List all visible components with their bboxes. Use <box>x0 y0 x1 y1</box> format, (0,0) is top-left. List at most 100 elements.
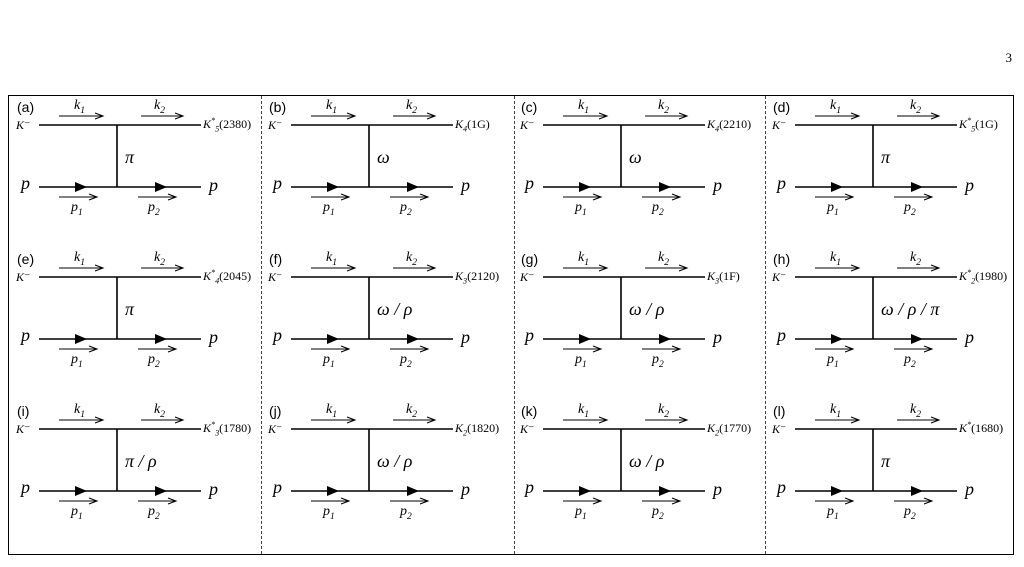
arrow-head-icon <box>75 334 87 344</box>
p-symbol: p <box>71 352 78 367</box>
proton-text: p <box>777 325 786 345</box>
arrow-head-icon <box>671 345 682 353</box>
momentum-k2-label: k2 <box>910 251 921 268</box>
final-mass: (1780) <box>219 421 252 435</box>
diagram-lines <box>39 264 201 353</box>
exchange-particle-label: ω / ρ <box>629 300 664 318</box>
final-state-label: K*(1680) <box>959 420 1003 438</box>
momentum-k2-label: k2 <box>658 251 669 268</box>
arrow-head-icon <box>94 112 105 120</box>
momentum-p2-label: p2 <box>904 505 916 522</box>
p-symbol: p <box>904 200 911 215</box>
incoming-meson-label: K⁻ <box>268 423 282 435</box>
arrow-head-icon <box>930 264 941 272</box>
arrow-head-icon <box>678 112 689 120</box>
p-symbol: p <box>652 352 659 367</box>
arrow-head-icon <box>167 345 178 353</box>
p1-subscript: 1 <box>330 359 335 370</box>
arrow-head-icon <box>407 486 419 496</box>
proton-text: p <box>209 479 218 499</box>
exchange-text: π <box>125 147 135 167</box>
panel-label: (f) <box>269 252 282 266</box>
arrow-head-icon <box>94 416 105 424</box>
p1-subscript: 1 <box>582 511 587 522</box>
arrow-head-icon <box>598 416 609 424</box>
page-number: 3 <box>1005 50 1013 65</box>
outgoing-proton-label: p <box>713 480 722 498</box>
incoming-meson-text: K⁻ <box>268 422 283 436</box>
panel-label: (k) <box>521 404 537 418</box>
final-mass: (1G) <box>467 117 490 131</box>
p-symbol: p <box>827 504 834 519</box>
k-symbol: k <box>154 98 161 113</box>
arrow-head-icon <box>407 334 419 344</box>
exchange-text: ω / ρ / π <box>881 299 940 319</box>
p-symbol: p <box>148 504 155 519</box>
final-state-label: K2(1820) <box>455 421 499 438</box>
outgoing-proton-label: p <box>461 480 470 498</box>
outgoing-proton-label: p <box>713 176 722 194</box>
proton-text: p <box>965 327 974 347</box>
momentum-p2-label: p2 <box>148 353 160 370</box>
diagram-lines <box>291 112 453 201</box>
panel-label-text: (k) <box>521 403 538 419</box>
arrow-head-icon <box>598 112 609 120</box>
arrow-head-icon <box>930 416 941 424</box>
incoming-meson-label: K⁻ <box>772 423 786 435</box>
arrow-head-icon <box>911 334 923 344</box>
panel-label-text: (j) <box>269 403 282 419</box>
panel-label: (a) <box>17 100 34 114</box>
incoming-meson-text: K⁻ <box>772 270 787 284</box>
final-subscript: 5 <box>971 124 976 134</box>
momentum-k2-label: k2 <box>910 403 921 420</box>
p2-subscript: 2 <box>911 207 916 218</box>
momentum-p1-label: p1 <box>323 353 335 370</box>
final-symbol: K <box>707 421 716 435</box>
arrow-head-icon <box>579 182 591 192</box>
arrow-head-icon <box>659 182 671 192</box>
proton-text: p <box>713 327 722 347</box>
exchange-text: ω <box>377 147 390 167</box>
k2-subscript: 2 <box>160 409 165 420</box>
arrow-head-icon <box>923 497 934 505</box>
k-symbol: k <box>326 402 333 417</box>
final-mass: (2210) <box>719 117 752 131</box>
column-divider <box>261 96 262 554</box>
final-subscript: 3 <box>715 276 720 286</box>
final-symbol: K <box>455 269 464 283</box>
final-subscript: 4 <box>215 276 220 286</box>
diagram-lines <box>39 112 201 201</box>
p2-subscript: 2 <box>659 511 664 522</box>
incoming-meson-label: K⁻ <box>520 271 534 283</box>
incoming-meson-label: K⁻ <box>268 119 282 131</box>
incoming-meson-label: K⁻ <box>16 271 30 283</box>
final-mass: (1G) <box>975 117 998 131</box>
panel-label: (i) <box>17 404 29 418</box>
exchange-particle-label: ω / ρ <box>629 452 664 470</box>
k1-subscript: 1 <box>332 105 337 116</box>
panel-label-text: (i) <box>17 403 30 419</box>
momentum-k2-label: k2 <box>658 403 669 420</box>
momentum-p1-label: p1 <box>323 505 335 522</box>
exchange-text: ω / ρ <box>377 299 413 319</box>
k2-subscript: 2 <box>664 257 669 268</box>
final-subscript: 5 <box>215 124 220 134</box>
incoming-meson-text: K⁻ <box>772 118 787 132</box>
momentum-k1-label: k1 <box>74 403 85 420</box>
p1-subscript: 1 <box>78 207 83 218</box>
p1-subscript: 1 <box>78 511 83 522</box>
momentum-k2-label: k2 <box>406 403 417 420</box>
incoming-meson-text: K⁻ <box>520 270 535 284</box>
arrow-head-icon <box>88 497 99 505</box>
momentum-k2-label: k2 <box>406 99 417 116</box>
k1-subscript: 1 <box>80 105 85 116</box>
incoming-proton-label: p <box>777 326 786 344</box>
arrow-head-icon <box>659 486 671 496</box>
incoming-proton-label: p <box>21 174 30 192</box>
incoming-meson-label: K⁻ <box>16 119 30 131</box>
arrow-head-icon <box>426 264 437 272</box>
